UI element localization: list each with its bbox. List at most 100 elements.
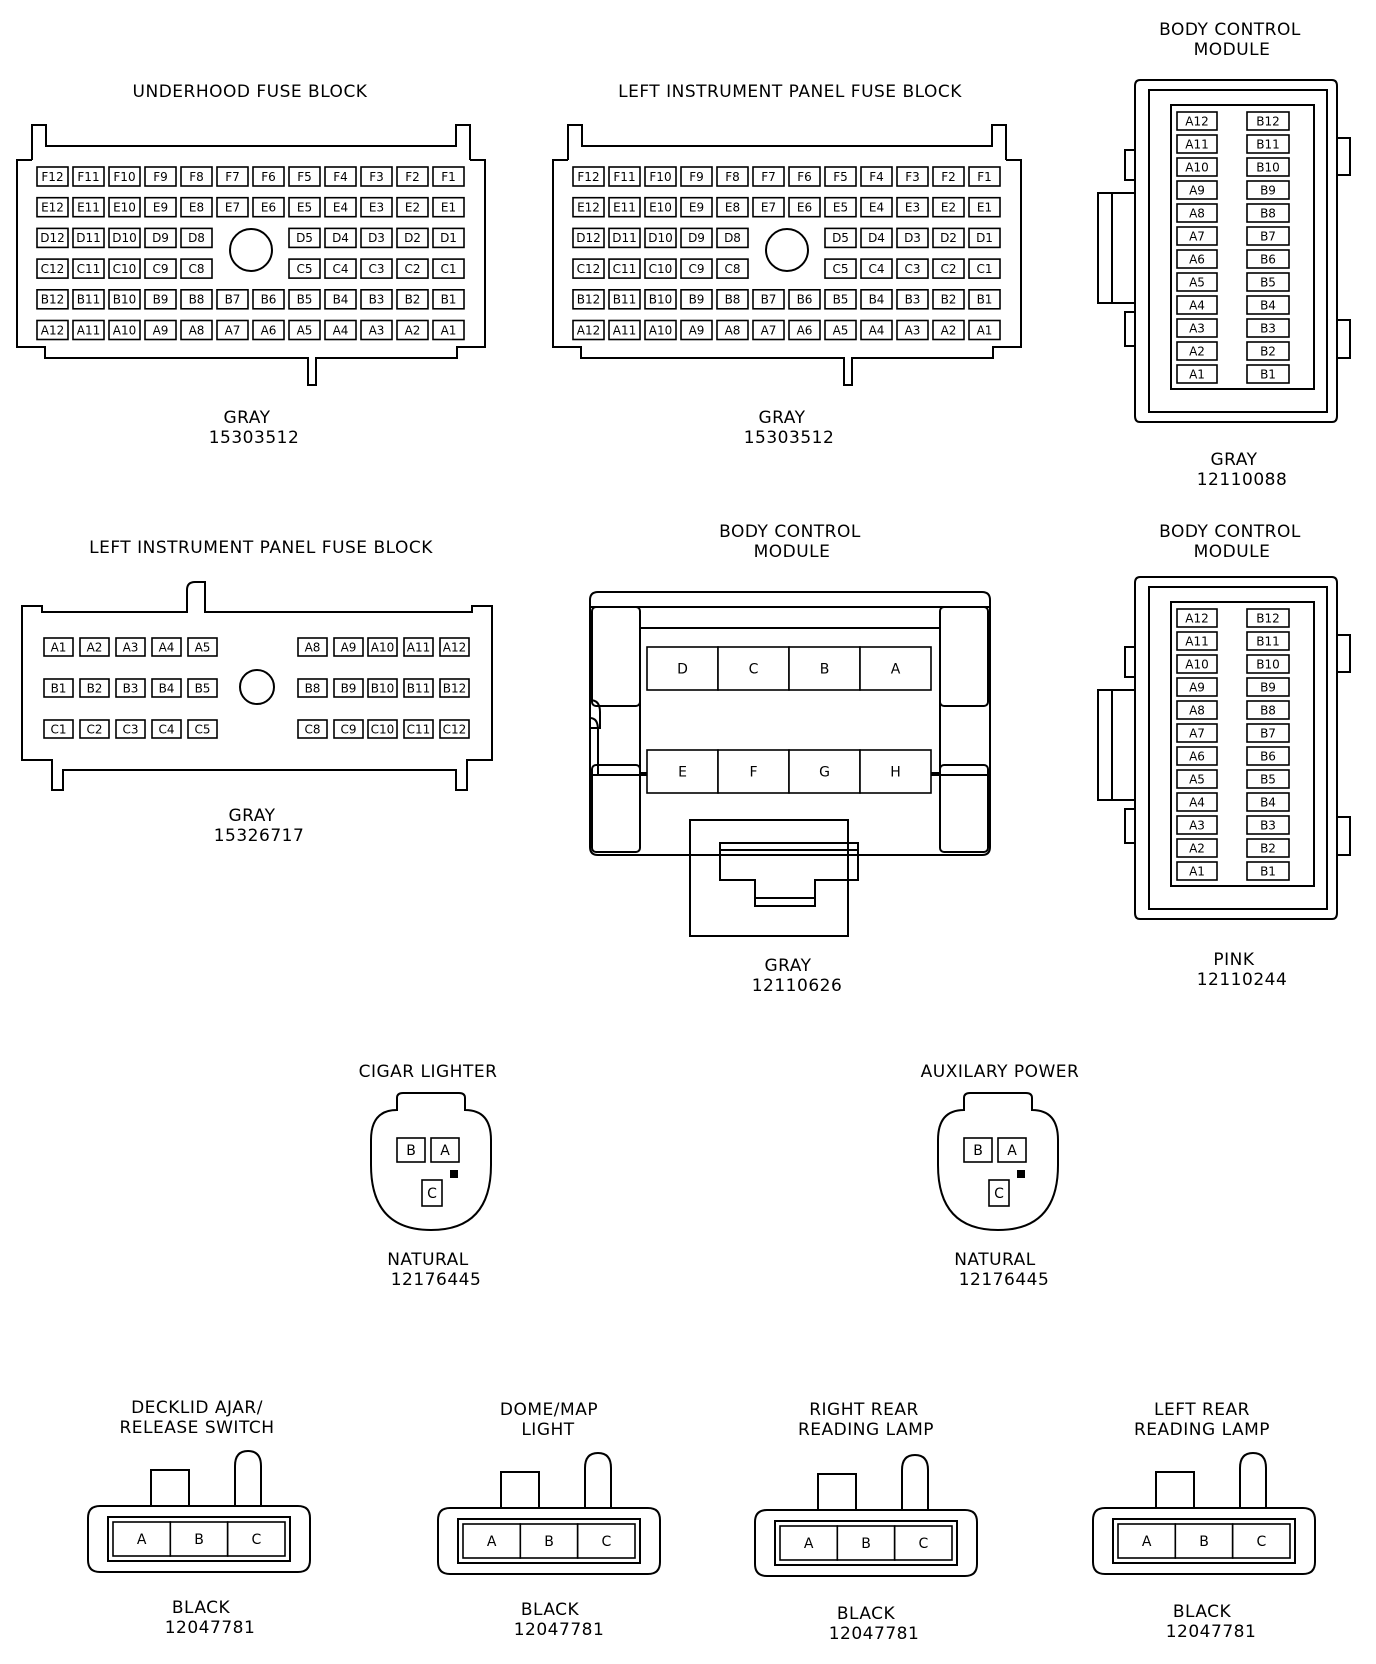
pin-label: A4 — [1189, 795, 1205, 809]
bcm2-lock-housing — [689, 819, 849, 937]
pin-label: A6 — [1189, 749, 1205, 763]
pin-A6 — [1176, 746, 1218, 766]
pin-label: C12 — [577, 262, 601, 276]
pin-label: B11 — [407, 681, 431, 695]
pin-label: F11 — [613, 170, 635, 184]
pin-A — [462, 1523, 522, 1559]
lipfb1-title: LEFT INSTRUMENT PANEL FUSE BLOCK — [618, 82, 962, 102]
pin-label: F4 — [333, 170, 348, 184]
bcm2-title-line1: BODY CONTROL — [719, 522, 861, 542]
pin-A5 — [824, 319, 857, 341]
bcm2-housing — [589, 591, 991, 856]
pin-B6 — [788, 288, 821, 310]
pin-label: B6 — [1260, 749, 1276, 763]
rrlamp-housing — [754, 1509, 978, 1577]
pin-label: A7 — [761, 323, 777, 337]
pin-label: A4 — [1189, 298, 1205, 312]
bcm1-title-line2: MODULE — [1193, 40, 1271, 60]
pin-label: C9 — [688, 262, 704, 276]
pin-D10 — [108, 227, 141, 249]
underhood-part: 15303512 — [208, 428, 300, 448]
pin-F1 — [968, 166, 1001, 187]
pin-label: A1 — [441, 323, 457, 337]
pin-B11 — [72, 288, 105, 310]
pin-label: D9 — [688, 231, 705, 245]
pin-D9 — [144, 227, 177, 249]
pin-label: A2 — [87, 640, 103, 654]
pin-label: C5 — [296, 262, 312, 276]
pin-label: B5 — [297, 293, 313, 307]
pin-label: C8 — [304, 722, 320, 736]
pin-label: A10 — [1185, 657, 1208, 671]
pin-label: A3 — [1189, 321, 1205, 335]
cigar-part: 12176445 — [390, 1270, 482, 1290]
pin-label: A5 — [833, 323, 849, 337]
pin-label: C — [749, 662, 759, 678]
pin-label: D8 — [188, 231, 205, 245]
pin-A4 — [1176, 792, 1218, 812]
pin-label: B5 — [1260, 275, 1276, 289]
pin-label: A10 — [371, 640, 394, 654]
pin-label: B4 — [1260, 298, 1276, 312]
pin-label: B10 — [1256, 160, 1280, 174]
lipfb2-body — [21, 581, 493, 791]
pin-label: C11 — [77, 262, 101, 276]
pin-label: B2 — [1260, 841, 1276, 855]
pin-label: F10 — [113, 170, 135, 184]
pin-B5 — [288, 288, 321, 310]
pin-E4 — [860, 196, 893, 218]
pin-A11 — [1176, 134, 1218, 154]
pin-A5 — [1176, 769, 1218, 789]
pin-label: A10 — [1185, 160, 1208, 174]
pin-label: F8 — [189, 170, 204, 184]
pin-label: B1 — [441, 293, 457, 307]
pin-A9 — [680, 319, 713, 341]
decklid-color: BLACK — [171, 1598, 231, 1618]
pin-F10 — [108, 166, 141, 187]
pin-label: C11 — [407, 722, 431, 736]
pin-B3 — [360, 288, 393, 310]
pin-D8 — [716, 227, 749, 249]
pin-D4 — [860, 227, 893, 249]
pin-A7 — [216, 319, 249, 341]
aux-title: AUXILARY POWER — [920, 1062, 1080, 1082]
pin-A9 — [333, 637, 364, 657]
pin-A10 — [1176, 157, 1218, 177]
pin-label: A4 — [159, 640, 175, 654]
pin-B10 — [1246, 654, 1290, 674]
pin-label: C2 — [940, 262, 956, 276]
pin-label: B9 — [1260, 680, 1276, 694]
pin-label: E — [678, 765, 687, 781]
pin-label: E6 — [261, 201, 276, 215]
pin-A5 — [1176, 272, 1218, 292]
pin-label: A2 — [1189, 841, 1205, 855]
pin-B2 — [396, 288, 429, 310]
bcm2-left-ear — [591, 606, 641, 707]
decklid-title-line2: RELEASE SWITCH — [119, 1418, 275, 1438]
pin-label: B4 — [333, 293, 349, 307]
pin-label: B2 — [87, 681, 103, 695]
pin-B10 — [644, 288, 677, 310]
pin-E7 — [216, 196, 249, 218]
lipfb2-keyway-icon — [239, 669, 275, 705]
bcm2-color: GRAY — [764, 956, 812, 976]
pin-label: A2 — [941, 323, 957, 337]
pin-label: B11 — [613, 293, 637, 307]
rrlamp-latch — [901, 1453, 929, 1510]
pin-label: B2 — [405, 293, 421, 307]
pin-label: E4 — [333, 201, 348, 215]
pin-label: A2 — [1189, 344, 1205, 358]
pin-label: D5 — [296, 231, 313, 245]
lrlamp-title-line1: LEFT REAR — [1154, 1400, 1250, 1420]
pin-C11 — [608, 258, 641, 279]
dome-color: BLACK — [520, 1600, 580, 1620]
pin-A — [430, 1137, 460, 1163]
pin-label: E7 — [761, 201, 776, 215]
pin-label: E5 — [833, 201, 848, 215]
pin-label: F10 — [649, 170, 671, 184]
pin-label: F3 — [905, 170, 920, 184]
pin-F10 — [644, 166, 677, 187]
pin-label: C4 — [868, 262, 884, 276]
pin-label: E5 — [297, 201, 312, 215]
